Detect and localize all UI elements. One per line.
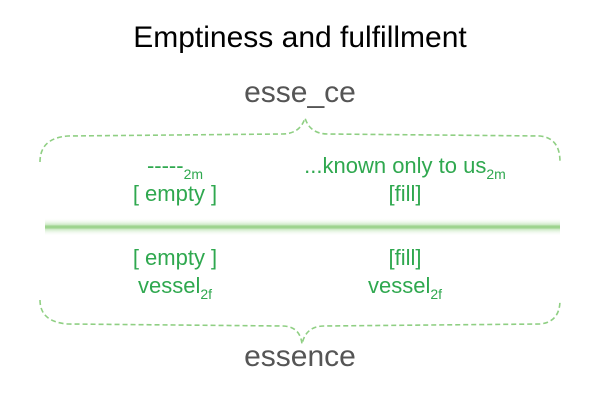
cell-top-right-line1: ...known only to us2m [304, 153, 506, 182]
bottom-word: essence [244, 340, 356, 373]
top-word: esse_ce [244, 76, 356, 109]
bottom-brace [39, 299, 561, 345]
diagram-title: Emptiness and fulfillment [133, 21, 467, 54]
cell-bottom-right-line1: [fill] [388, 245, 422, 270]
top-brace [39, 115, 561, 163]
cell-top-right-line2: [fill] [388, 181, 422, 206]
cell-bottom-left-line1: [ empty ] [132, 245, 218, 270]
cell-bottom-right-line2: vessel2f [367, 273, 443, 302]
cell-top-left: -----2m [ empty ] [75, 152, 275, 208]
cell-top-right: ...known only to us2m [fill] [255, 152, 555, 208]
cell-bottom-left-line2: vessel2f [137, 273, 213, 302]
cell-top-left-line1: -----2m [146, 153, 204, 182]
cell-bottom-right: [fill] vessel2f [255, 244, 555, 302]
cell-bottom-left: [ empty ] vessel2f [75, 244, 275, 302]
cell-top-left-line2: [ empty ] [132, 181, 218, 206]
